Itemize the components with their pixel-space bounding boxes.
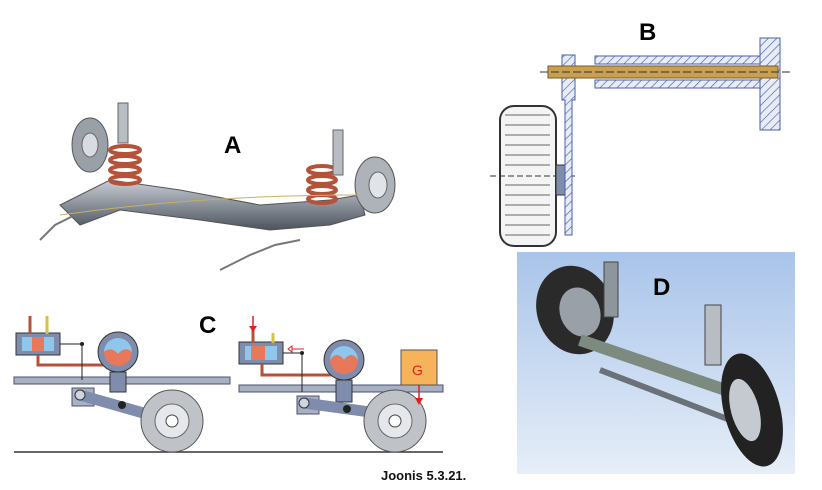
load-box [400,349,438,386]
coil-spring-right [306,164,338,205]
panel-a-rear-axle-illustration: A [39,102,396,271]
panel-d-label: D [653,274,670,301]
load-label: G [412,362,423,378]
panel-d-front-suspension-photo: D [517,252,795,474]
figure-caption: Joonis 5.3.21. [381,468,467,483]
panel-c-label: C [199,312,216,339]
panel-c-level-control-schematic: G C [13,312,444,453]
coil-spring-left [108,144,142,186]
panel-b-label: B [639,19,656,46]
panel-a-label: A [224,132,241,159]
panel-b-shaft-section-drawing: B [490,19,790,247]
